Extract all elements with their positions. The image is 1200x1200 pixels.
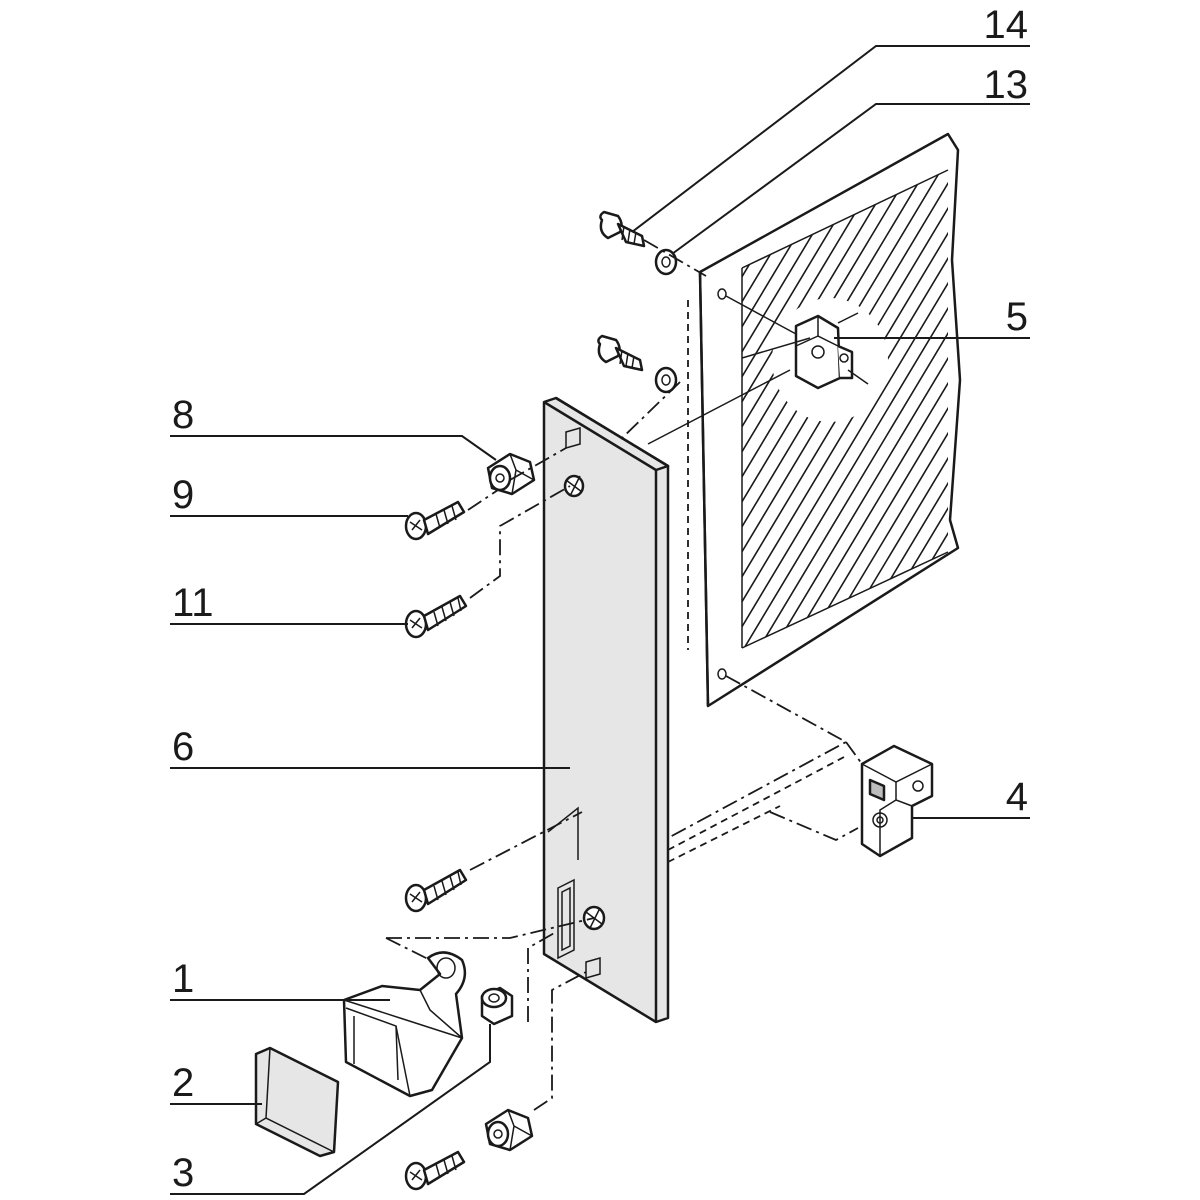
- hatch-line: [826, 170, 948, 648]
- hatch-line: [287, 160, 587, 660]
- callout-2: 2: [170, 1061, 262, 1105]
- hatch-line: [1097, 160, 1200, 660]
- hatch-line: [1157, 160, 1200, 660]
- callout-label-6: 6: [172, 725, 194, 769]
- hatch-line: [1052, 160, 1200, 660]
- hatch-line: [272, 160, 572, 660]
- part-4-corner-bracket: [860, 744, 934, 858]
- rear-mounting-plate: [242, 132, 1200, 708]
- callout-9: 9: [170, 473, 408, 517]
- callout-5: 5: [834, 295, 1030, 339]
- screw-bottom: [404, 1150, 466, 1191]
- hatch-line: [1067, 160, 1200, 660]
- hatch-line: [257, 160, 557, 660]
- hatch-line: [742, 170, 903, 648]
- callout-label-4: 4: [1006, 775, 1028, 819]
- hatch-line: [1112, 160, 1200, 660]
- callout-13: 13: [671, 63, 1030, 255]
- plate-hole-bottom: [717, 668, 727, 680]
- sleeve-lower: [484, 1108, 534, 1152]
- callout-3: 3: [170, 1024, 491, 1195]
- callout-label-11: 11: [172, 581, 214, 625]
- callout-label-9: 9: [172, 473, 194, 517]
- hatch-line: [742, 170, 948, 648]
- hatch-line: [841, 170, 948, 648]
- part-5-clip-block: [772, 298, 888, 422]
- hatch-line: [766, 170, 948, 648]
- part-6-front-panel: [542, 396, 670, 1024]
- part-2-label-plate: [254, 1046, 340, 1158]
- hatch-line: [742, 170, 933, 648]
- callout-14: 14: [631, 3, 1030, 233]
- hatch-line: [992, 160, 1200, 660]
- part-13-washer-lower: [654, 366, 678, 394]
- hatch-line: [781, 170, 948, 648]
- hatch-line: [1187, 160, 1200, 660]
- callout-8: 8: [170, 393, 497, 461]
- hatch-line: [742, 170, 948, 648]
- callout-11: 11: [170, 581, 408, 625]
- part-9-screw: [404, 500, 466, 541]
- hatch-line: [1142, 160, 1200, 660]
- part-1-handle: [342, 951, 467, 1098]
- part-8-sleeve-upper: [486, 452, 536, 496]
- callout-1: 1: [170, 957, 390, 1001]
- hatch-line: [962, 160, 1200, 660]
- hatch-line: [742, 170, 888, 648]
- hatch-line: [931, 170, 948, 648]
- hatch-line: [742, 170, 918, 648]
- screw-lower: [404, 868, 468, 913]
- hatch-line: [977, 160, 1200, 660]
- hatch-line: [751, 170, 948, 648]
- assembly-axis-lines: [385, 239, 863, 1111]
- panel-slot-top: [565, 427, 581, 449]
- hatch-line: [742, 170, 873, 648]
- callout-label-3: 3: [172, 1151, 194, 1195]
- hatch-line: [916, 170, 948, 648]
- plate-hole-top: [717, 288, 727, 300]
- callout-label-8: 8: [172, 393, 194, 437]
- hatch-line: [1037, 160, 1200, 660]
- callout-label-2: 2: [172, 1061, 194, 1105]
- part-14-screw-upper: [599, 210, 646, 248]
- part-3-bushing: [480, 986, 514, 1026]
- hatch-line: [242, 160, 542, 660]
- hatch-line: [1172, 160, 1200, 660]
- callout-6: 6: [170, 725, 570, 769]
- hatch-line: [1127, 160, 1200, 660]
- hatch-line: [742, 170, 858, 648]
- part-11-screw: [404, 594, 468, 639]
- hatch-line: [1022, 160, 1200, 660]
- hatch-line: [1007, 160, 1200, 660]
- hatch-line: [1082, 160, 1200, 660]
- callout-label-13: 13: [984, 63, 1029, 107]
- part-14-screw-lower: [597, 334, 644, 372]
- callout-4: 4: [912, 775, 1030, 819]
- hatch-line: [811, 170, 948, 648]
- callout-label-1: 1: [172, 957, 194, 1001]
- hatch-line: [796, 170, 948, 648]
- panel-long-slot: [557, 878, 575, 960]
- callout-label-14: 14: [984, 3, 1029, 47]
- hatch-line: [946, 170, 948, 648]
- callout-label-5: 5: [1006, 295, 1028, 339]
